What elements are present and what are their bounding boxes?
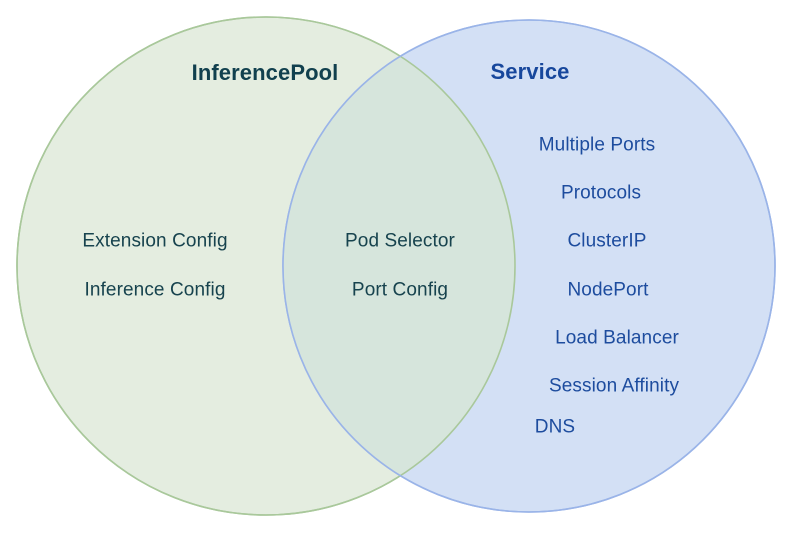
circle-intersection[interactable] xyxy=(283,20,775,512)
circle-service-outline xyxy=(282,19,776,513)
circle-inferencepool-outline xyxy=(16,16,516,516)
